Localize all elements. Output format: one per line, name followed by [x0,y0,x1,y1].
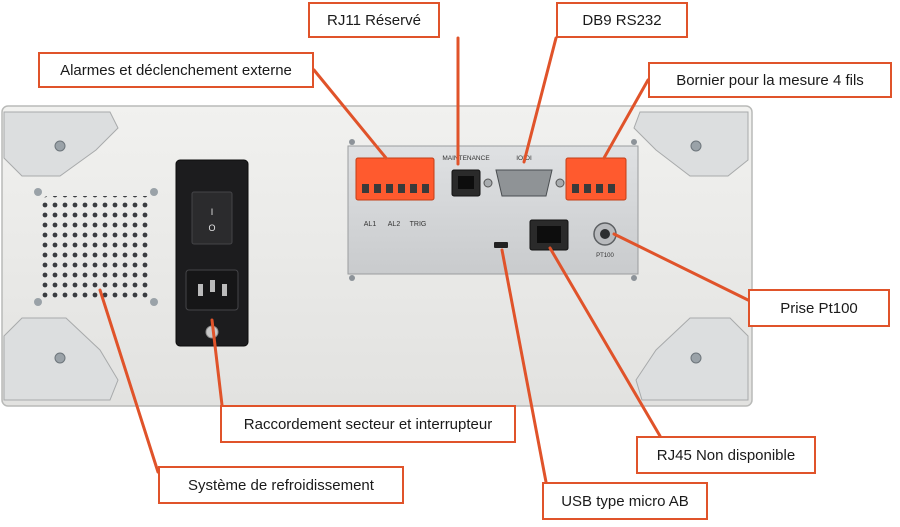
callout-bornier-text: Bornier pour la mesure 4 fils [676,71,864,89]
grille-screw-tr [150,188,158,196]
inlet-pin-1 [198,284,203,296]
switch-on-mark: I [211,207,214,217]
leader-db9 [522,36,558,164]
callout-usb-text: USB type micro AB [561,492,689,510]
callout-alarms-text: Alarmes et déclenchement externe [60,61,292,79]
measurement-terminal-slots [572,184,615,193]
callout-cooling: Système de refroidissement [158,466,404,504]
leader-cooling [98,288,160,474]
rj11-opening [458,176,474,189]
alarm-terminal-slots [362,184,429,193]
label-pt100-panel: PT100 [596,253,614,259]
label-maintenance: MAINTENANCE [442,155,490,162]
panel-screw-2 [631,139,637,145]
callout-db9-text: DB9 RS232 [582,11,662,29]
callout-rj11: RJ11 Réservé [308,2,440,38]
callout-db9: DB9 RS232 [556,2,688,38]
grille-screw-br [150,298,158,306]
callout-rj11-text: RJ11 Réservé [327,11,421,29]
label-al2: AL2 [388,221,401,228]
screw-foot-2 [690,140,702,152]
callout-alarms: Alarmes et déclenchement externe [38,52,314,88]
callout-cooling-text: Système de refroidissement [188,476,374,494]
leader-rj45 [548,246,662,438]
usb-micro-port[interactable] [494,242,508,248]
panel-screw-3 [349,275,355,281]
screw-foot-3 [54,352,66,364]
callout-pt100: Prise Pt100 [748,289,890,327]
alarm-terminal-block[interactable] [355,157,435,201]
callout-pt100-text: Prise Pt100 [780,299,858,317]
power-switch[interactable] [191,191,233,245]
db9-port[interactable] [495,169,553,197]
panel-screw-4 [631,275,637,281]
callout-rj45: RJ45 Non disponible [636,436,816,474]
switch-off-mark: O [208,223,215,233]
grille-screw-tl [34,188,42,196]
measurement-terminal-block[interactable] [565,157,627,201]
callout-usb: USB type micro AB [542,482,708,520]
callout-mains-text: Raccordement secteur et interrupteur [243,415,493,433]
inlet-pin-2 [210,280,215,292]
label-trig: TRIG [410,221,427,228]
leader-usb [500,248,548,484]
pt100-socket-center [600,229,610,239]
label-al1: AL1 [364,221,377,228]
leader-mains [210,318,224,407]
screw-foot-4 [690,352,702,364]
callout-rj45-text: RJ45 Non disponible [656,446,796,464]
inlet-pin-3 [222,284,227,296]
rj45-opening [537,226,561,243]
panel-screw-1 [349,139,355,145]
mains-module [175,159,249,347]
callout-bornier: Bornier pour la mesure 4 fils [648,62,892,98]
leader-alarms [312,68,388,160]
leader-pt100 [612,232,750,302]
grille-screw-bl [34,298,42,306]
leader-lines [98,36,750,484]
screw-foot-1 [54,140,66,152]
cooling-grille [42,196,152,300]
db9-screw-right [555,178,565,188]
callout-mains: Raccordement secteur et interrupteur [220,405,516,443]
leader-bornier [602,78,650,160]
db9-screw-left [483,178,493,188]
